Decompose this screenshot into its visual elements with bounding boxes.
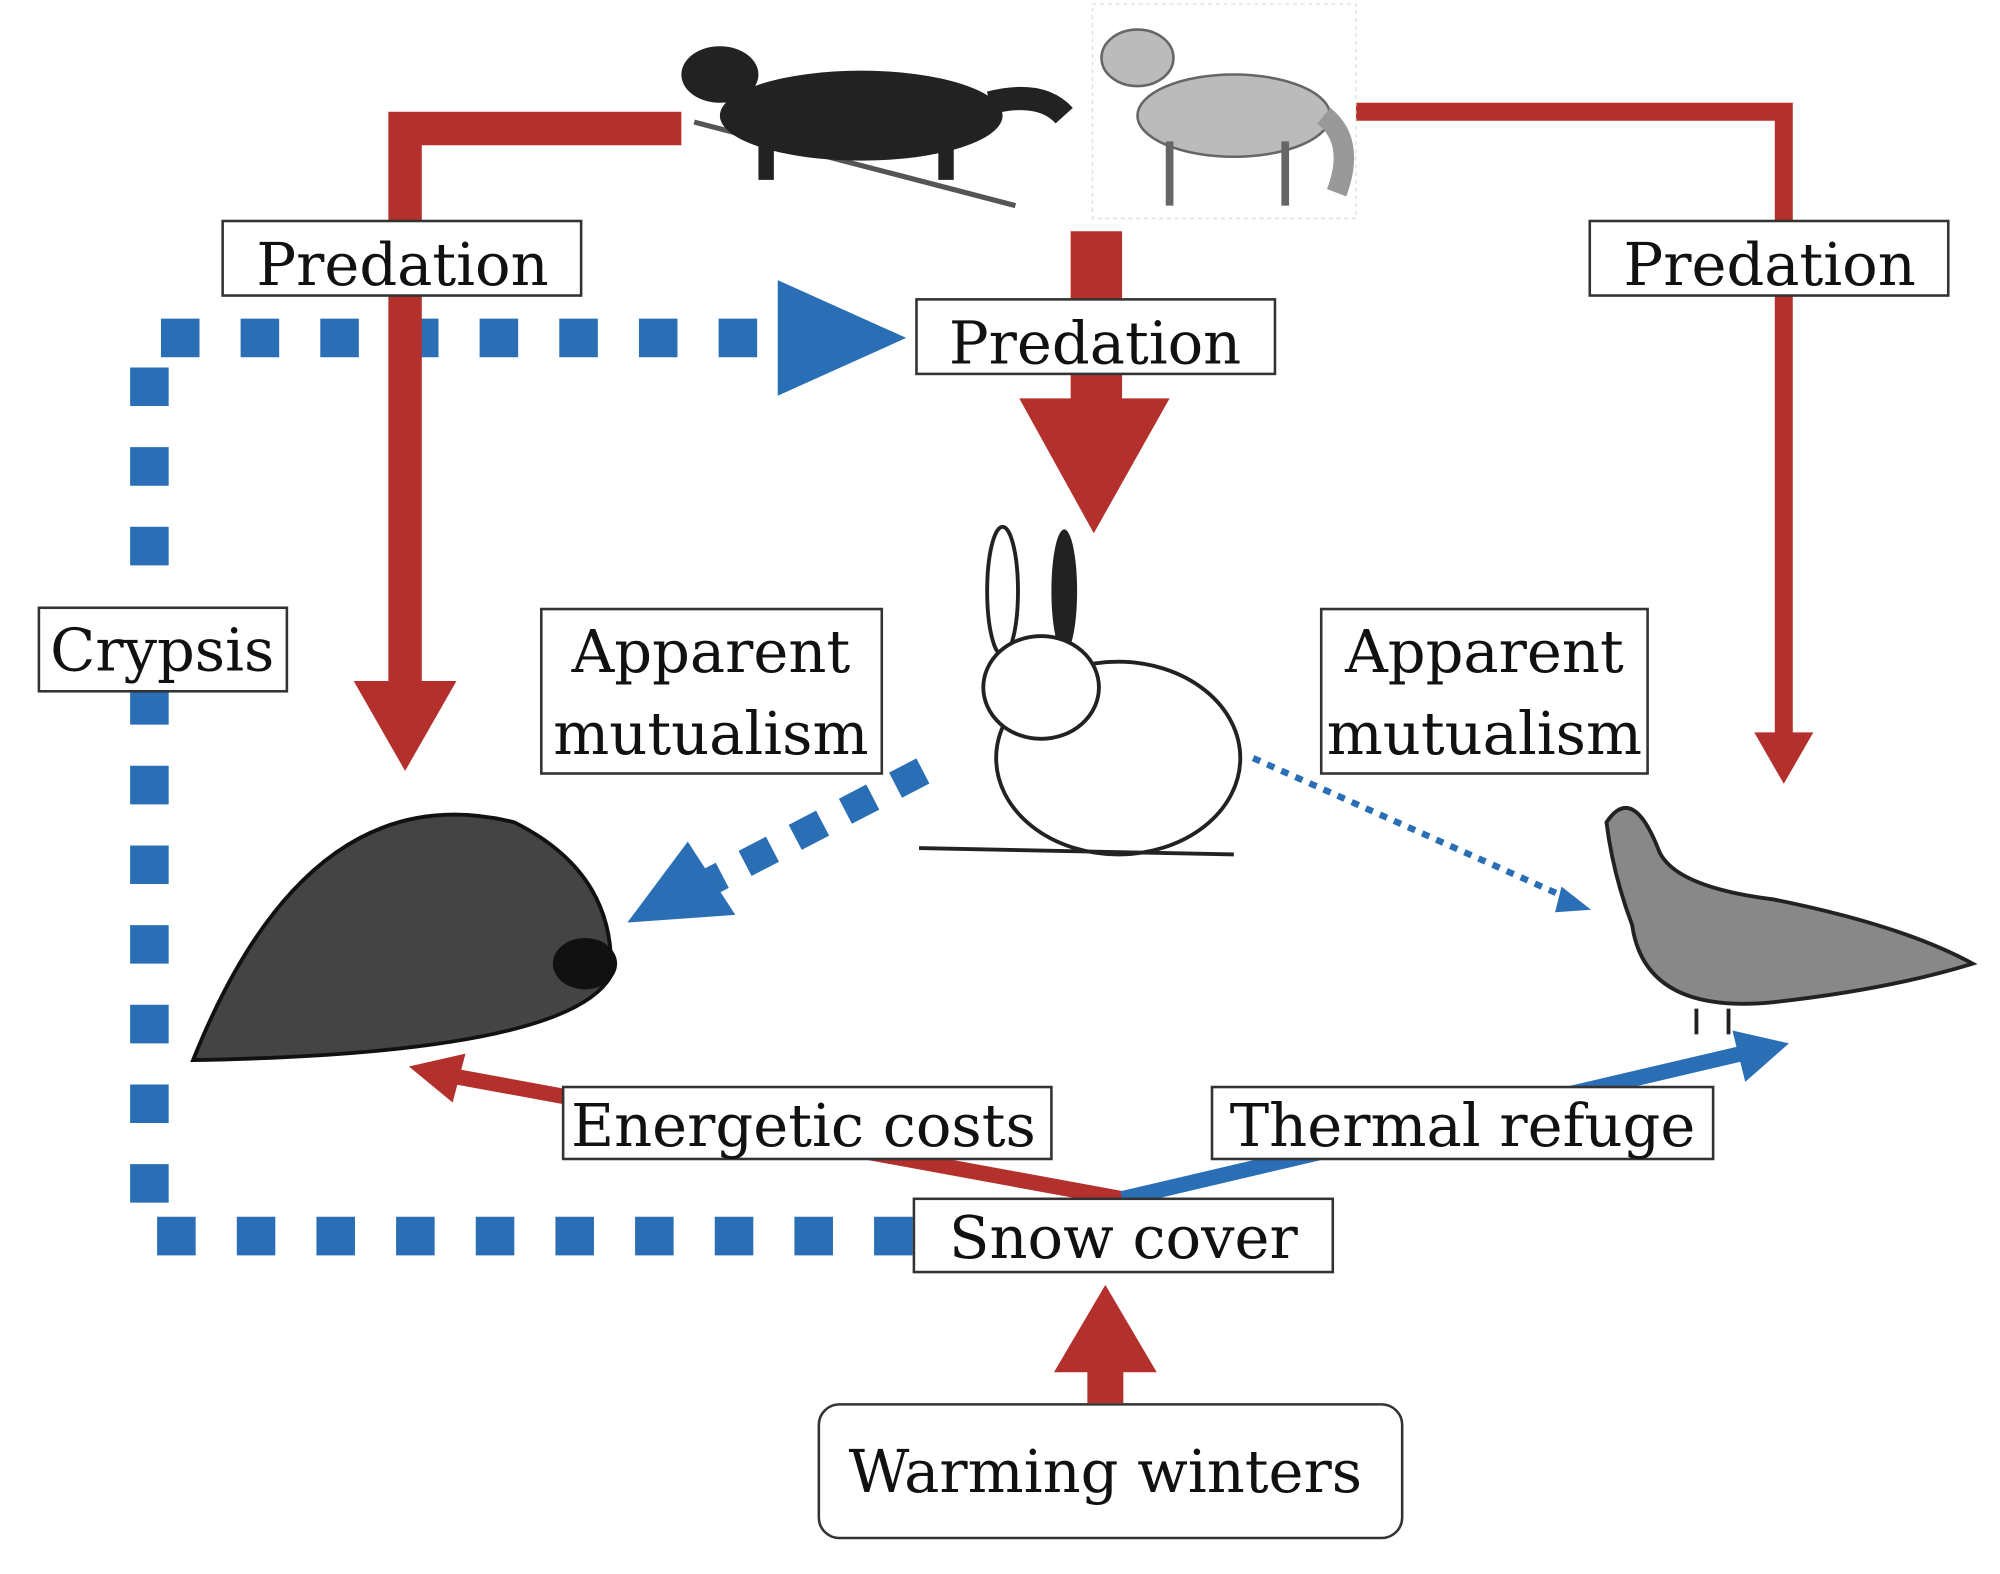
coyote-predation-arrowhead <box>1754 732 1814 784</box>
porcupine-illustration <box>190 812 618 1063</box>
coyote-predation-line <box>1355 102 1793 739</box>
hare-grouse-link <box>1251 755 1572 903</box>
coyote-illustration <box>1091 3 1357 220</box>
warming-arrowhead <box>1053 1284 1157 1373</box>
crypsis-text: Crypsis <box>50 616 274 685</box>
label-predation-center: Predation <box>915 298 1277 378</box>
label-apparent-mutualism-right: Apparent mutualism <box>1319 607 1649 775</box>
energetic-costs-arrowhead <box>408 1053 466 1103</box>
thermal-refuge-arrowhead <box>1732 1030 1789 1082</box>
warming-winters-text: Warming winters <box>849 1437 1363 1506</box>
predation-left-text: Predation <box>256 230 548 299</box>
crypsis-arrowhead <box>777 280 907 396</box>
label-apparent-mutualism-left: Apparent mutualism <box>540 607 884 775</box>
apparent-mutualism-left-line2: mutualism <box>553 699 868 768</box>
center-predation-arrowhead <box>1019 398 1170 534</box>
hare-grouse-arrowhead <box>1555 886 1592 913</box>
predation-right-text: Predation <box>1623 230 1915 299</box>
fisher-illustration <box>681 46 1073 209</box>
hare-porcupine-arrowhead <box>627 841 736 923</box>
label-snow-cover: Snow cover <box>912 1197 1335 1274</box>
thermal-refuge-text: Thermal refuge <box>1230 1091 1696 1160</box>
label-predation-right: Predation <box>1588 219 1950 299</box>
label-crypsis: Crypsis <box>37 606 289 693</box>
energetic-costs-text: Energetic costs <box>571 1091 1036 1160</box>
predation-center-text: Predation <box>949 309 1241 378</box>
fisher-predation-line <box>388 111 682 694</box>
apparent-mutualism-left-line1: Apparent <box>571 617 851 686</box>
crypsis-link <box>130 318 913 1256</box>
snow-cover-text: Snow cover <box>949 1203 1299 1272</box>
apparent-mutualism-right-line1: Apparent <box>1344 617 1624 686</box>
label-predation-left: Predation <box>221 219 583 299</box>
hare-porcupine-link <box>694 758 930 900</box>
label-warming-winters: Warming winters <box>817 1403 1404 1540</box>
fisher-predation-arrowhead <box>353 680 457 771</box>
apparent-mutualism-right-line2: mutualism <box>1327 699 1642 768</box>
snowshoe-hare-illustration <box>919 524 1243 857</box>
label-thermal-refuge: Thermal refuge <box>1210 1085 1715 1161</box>
label-energetic-costs: Energetic costs <box>561 1085 1053 1161</box>
ruffed-grouse-illustration <box>1604 806 1978 1035</box>
